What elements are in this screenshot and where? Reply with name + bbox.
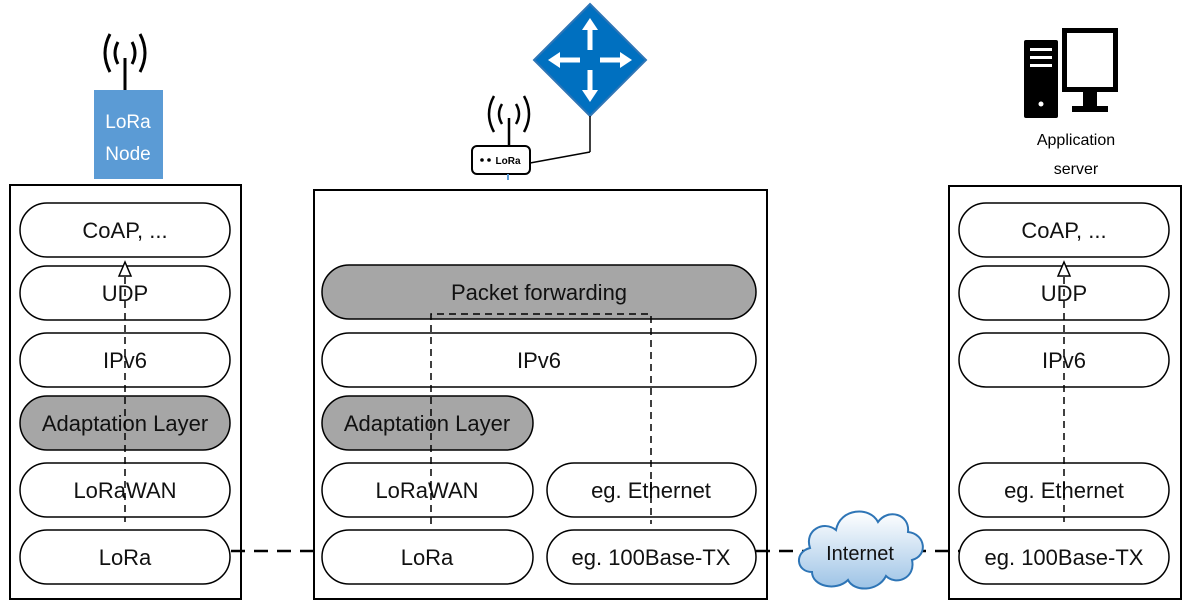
gateway-layer-phy-label: eg. 100Base-TX <box>572 545 731 570</box>
gateway-layer-phy <box>546 529 757 585</box>
node-layer-app-label: CoAP, ... <box>82 218 167 243</box>
server-layer-phy <box>958 529 1170 585</box>
node-layer-lora-label: LoRa <box>99 545 152 570</box>
server-stack-frame <box>948 185 1182 600</box>
server-layer-phy-label: eg. 100Base-TX <box>985 545 1144 570</box>
gateway-layer-packet-forwarding <box>321 264 757 320</box>
gateway-layer-adaptation-label: Adaptation Layer <box>344 411 510 436</box>
gateway-device-icon: LoRa <box>471 95 531 180</box>
server-flow-arrow-icon <box>1056 260 1072 277</box>
lora-node-icon: LoRa Node <box>94 33 163 179</box>
gateway-router-icon <box>529 2 648 164</box>
lora-node-label-line2: Node <box>105 144 150 165</box>
node-stack: CoAP, ... UDP IPv6 Adaptation Layer LoRa… <box>9 184 242 600</box>
server-layer-app-label: CoAP, ... <box>1021 218 1106 243</box>
server-layer-app <box>958 202 1170 258</box>
application-server-label-line1: Application <box>1037 132 1115 149</box>
gateway-forwarding-path <box>430 313 652 524</box>
node-stack-frame <box>9 184 242 600</box>
gateway-layer-packet-forwarding-label: Packet forwarding <box>451 280 627 305</box>
gateway-layer-ipv6-label: IPv6 <box>517 348 561 373</box>
node-layer-app <box>19 202 231 258</box>
lora-node-label-line1: LoRa <box>105 112 151 133</box>
internet-cloud-icon: Internet <box>798 510 924 590</box>
gateway-layer-lora <box>321 529 534 585</box>
gateway-layer-lorawan-label: LoRaWAN <box>375 478 478 503</box>
gateway-layer-lora-label: LoRa <box>401 545 454 570</box>
node-layer-lora <box>19 529 231 585</box>
application-server-icon: Application server <box>1024 28 1118 178</box>
internet-cloud-label: Internet <box>826 543 894 565</box>
node-flow-arrow-icon <box>117 260 133 277</box>
gateway-stack-frame <box>313 189 768 600</box>
server-stack: CoAP, ... UDP IPv6 eg. Ethernet eg. 100B… <box>948 185 1182 600</box>
gateway-layer-lorawan <box>321 462 534 518</box>
gateway-device-label: LoRa <box>496 156 521 167</box>
gateway-layer-adaptation <box>321 395 534 451</box>
gateway-stack: Packet forwarding IPv6 Adaptation Layer … <box>313 189 768 600</box>
application-server-label-line2: server <box>1054 161 1099 178</box>
